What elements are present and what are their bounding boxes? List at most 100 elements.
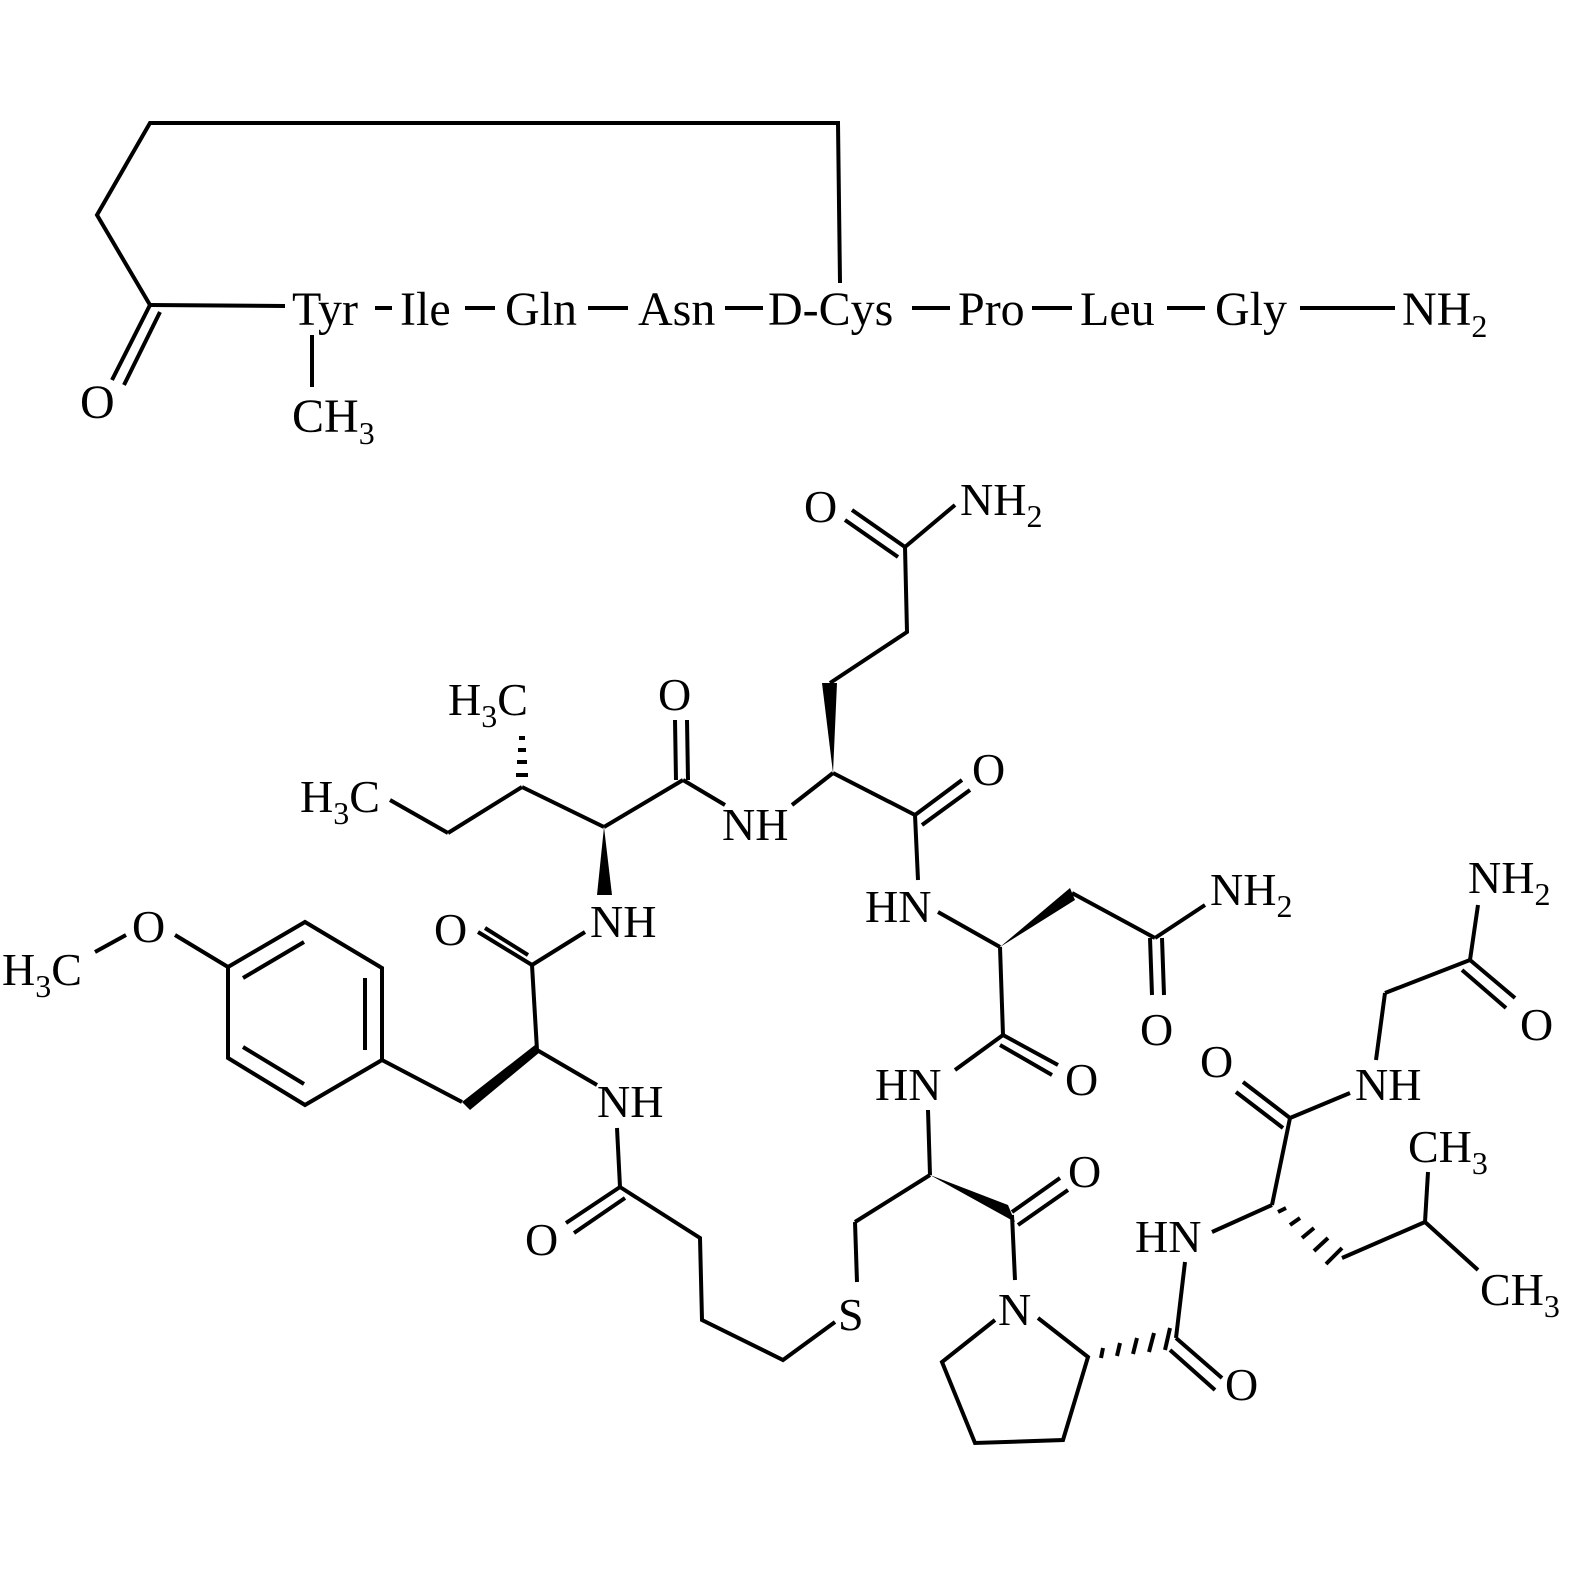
- benzene-ring: [226, 919, 384, 1108]
- hashed-bond: [516, 736, 528, 777]
- sulfur-label: S: [838, 1289, 864, 1340]
- gly-oxygen: O: [1520, 999, 1553, 1050]
- bond: [535, 1048, 599, 1087]
- gly-nh2: NH2: [1468, 852, 1550, 912]
- bond: [615, 1127, 622, 1188]
- bond: [1374, 992, 1387, 1061]
- pro-carbonyl-oxygen: O: [1225, 1359, 1258, 1410]
- bond: [1384, 958, 1471, 995]
- bond: [381, 1058, 463, 1104]
- bond: [937, 910, 1001, 949]
- methoxy-oxygen-label: O: [132, 901, 165, 952]
- carbonyl-oxygen-label: O: [80, 376, 115, 429]
- bond: [1010, 1214, 1017, 1281]
- bond: [483, 926, 530, 957]
- asn-side-nh2: NH2: [1210, 864, 1292, 924]
- gln-carbonyl-oxygen: O: [972, 744, 1005, 795]
- asn-hn: HN: [865, 881, 931, 932]
- ile-h3c-top: H3C: [448, 674, 528, 734]
- bond: [850, 508, 907, 549]
- bond: [1010, 1176, 1062, 1214]
- bond: [1168, 1348, 1217, 1392]
- bond: [843, 518, 900, 559]
- proline-nitrogen: N: [998, 1284, 1031, 1335]
- bond: [685, 719, 690, 781]
- bond: [1289, 1091, 1351, 1120]
- bond: [790, 771, 835, 807]
- bond: [1468, 904, 1480, 961]
- bond: [913, 778, 964, 817]
- hashed-bond: [1277, 1206, 1344, 1266]
- residue-leu: Leu: [1080, 283, 1155, 336]
- tyr-nh-top: NH: [590, 896, 656, 947]
- bond: [998, 946, 1005, 1036]
- bond: [1270, 1117, 1292, 1206]
- linker-chain: [618, 1185, 837, 1363]
- ile-nh: NH: [722, 799, 788, 850]
- bond: [673, 719, 678, 781]
- bond: [1174, 1336, 1224, 1380]
- leu-carbonyl-oxygen: O: [1200, 1036, 1233, 1087]
- wedge-bond: [597, 827, 612, 895]
- residue-tyr: Tyr: [292, 283, 358, 336]
- bond: [173, 933, 230, 969]
- leu-side-chain: [1341, 1219, 1480, 1272]
- sequence-notation: O Tyr Ile Gln Asn D-Cys Pro Leu Gly NH2 …: [80, 121, 1487, 451]
- gln-side-oxygen: O: [804, 481, 837, 532]
- bond: [110, 304, 152, 381]
- bond: [1174, 1261, 1187, 1339]
- bond: [476, 930, 534, 967]
- gln-side-nh2: NH2: [960, 474, 1042, 534]
- residue-pro: Pro: [958, 283, 1025, 336]
- bond: [1234, 1090, 1285, 1130]
- bond: [94, 933, 127, 954]
- gly-nh: NH: [1355, 1059, 1421, 1110]
- tyr-methyl-label: CH3: [292, 390, 375, 451]
- bond: [903, 503, 957, 549]
- bond: [602, 778, 685, 829]
- residue-d-cys: D-Cys: [768, 283, 893, 336]
- bond: [681, 778, 727, 807]
- bond: [572, 1196, 627, 1235]
- bond: [122, 311, 162, 386]
- asn-side-oxygen: O: [1140, 1004, 1173, 1055]
- bond: [920, 788, 972, 827]
- bond: [446, 785, 524, 835]
- residue-ile: Ile: [400, 283, 451, 336]
- pyrrolidine-ring: [939, 1316, 1091, 1446]
- tyr-carbonyl-oxygen: O: [434, 904, 467, 955]
- bond: [1460, 968, 1508, 1010]
- cys-hn: HN: [875, 1059, 941, 1110]
- bond: [1148, 937, 1154, 996]
- bond: [1002, 1033, 1059, 1067]
- bond: [1016, 1188, 1070, 1227]
- bond: [953, 1033, 1005, 1072]
- wedge-bond: [822, 683, 837, 773]
- bond: [241, 940, 306, 980]
- bond: [241, 1045, 306, 1086]
- linker-carbonyl-oxygen: O: [525, 1214, 558, 1265]
- bond: [1468, 958, 1517, 1000]
- ile-carbonyl-oxygen: O: [658, 669, 691, 720]
- wedge-bond: [1000, 888, 1075, 947]
- bridge-bond: [94, 121, 842, 307]
- bond: [564, 1185, 622, 1225]
- wedge-bond: [930, 1175, 1015, 1222]
- bond: [853, 1221, 859, 1283]
- bond: [149, 303, 286, 308]
- cys-carbonyl-oxygen: O: [1068, 1146, 1101, 1197]
- bond: [1153, 903, 1207, 940]
- gln-side-chain: [828, 546, 910, 685]
- bond: [1071, 891, 1156, 940]
- wedge-bond: [462, 1045, 540, 1110]
- bond: [530, 964, 539, 1051]
- leu-ch3-bottom: CH3: [1480, 1264, 1560, 1324]
- bond: [1211, 1203, 1273, 1234]
- bond: [530, 930, 587, 967]
- bond: [853, 1173, 932, 1224]
- bond: [926, 1109, 932, 1176]
- bond: [999, 1043, 1053, 1077]
- bond: [1160, 937, 1166, 996]
- bond: [389, 798, 449, 835]
